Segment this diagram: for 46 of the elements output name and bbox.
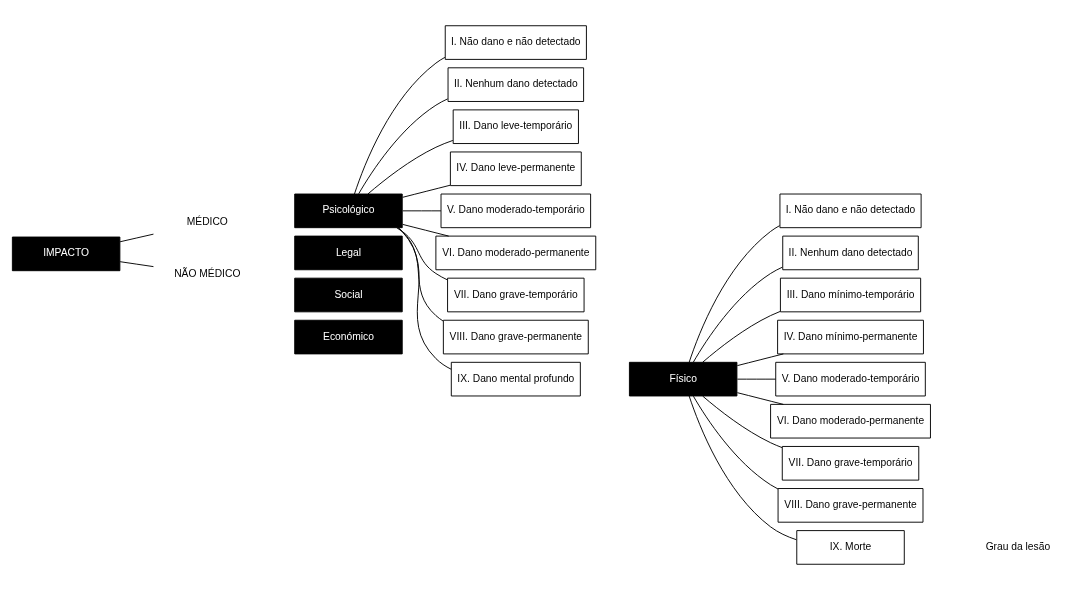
node-box: IX. Morte bbox=[796, 530, 905, 565]
node-box: Social bbox=[294, 277, 403, 313]
label: Grau da lesão bbox=[985, 541, 1051, 553]
node-text: NÃO MÉDICO bbox=[174, 268, 241, 280]
node-box: V. Dano moderado-temporário bbox=[775, 361, 926, 397]
node-box: VII. Dano grave-temporário bbox=[447, 277, 585, 313]
connector bbox=[396, 227, 448, 281]
node-box: III. Dano mínimo-temporário bbox=[779, 277, 922, 313]
node-box: II. Nenhum dano detectado bbox=[447, 67, 585, 102]
node-box: III. Dano leve-temporário bbox=[452, 109, 579, 144]
connector bbox=[397, 227, 452, 370]
connector bbox=[702, 311, 781, 363]
node-box: VI. Dano moderado-permanente bbox=[770, 403, 931, 439]
connector bbox=[367, 139, 454, 195]
connector bbox=[402, 184, 451, 198]
connector bbox=[354, 56, 446, 195]
connector bbox=[402, 210, 442, 212]
connector bbox=[358, 98, 449, 195]
connector bbox=[736, 378, 777, 380]
connector bbox=[402, 223, 450, 237]
node-box: VII. Dano grave-temporário bbox=[781, 446, 920, 481]
node-box: Físico bbox=[628, 361, 738, 397]
node-box: IV. Dano leve-permanente bbox=[449, 151, 582, 187]
node-text: MÉDICO bbox=[186, 215, 228, 227]
connector bbox=[736, 353, 784, 367]
connector bbox=[702, 395, 783, 449]
connector bbox=[688, 395, 797, 541]
connector bbox=[397, 227, 444, 322]
node-box: VI. Dano moderado-permanente bbox=[435, 235, 597, 271]
connector bbox=[119, 261, 154, 268]
node-box: IX. Dano mental profundo bbox=[450, 361, 581, 397]
node-box: IV. Dano mínimo-permanente bbox=[777, 319, 924, 355]
node-box: II. Nenhum dano detectado bbox=[782, 235, 919, 271]
node-box: I. Não dano e não detectado bbox=[779, 193, 922, 229]
connector bbox=[688, 225, 781, 363]
node-box: Legal bbox=[294, 235, 403, 271]
node-box: V. Dano moderado-temporário bbox=[440, 193, 592, 229]
connector bbox=[692, 395, 779, 490]
connector bbox=[119, 233, 154, 243]
node-box: I. Não dano e não detectado bbox=[444, 25, 587, 60]
node-box: Psicológico bbox=[294, 193, 403, 229]
connector bbox=[692, 266, 783, 363]
node-box: VIII. Dano grave-permanente bbox=[442, 319, 589, 355]
node-box: IMPACTO bbox=[11, 236, 121, 272]
node-box: Económico bbox=[294, 319, 403, 355]
node-box: VIII. Dano grave-permanente bbox=[777, 488, 924, 523]
